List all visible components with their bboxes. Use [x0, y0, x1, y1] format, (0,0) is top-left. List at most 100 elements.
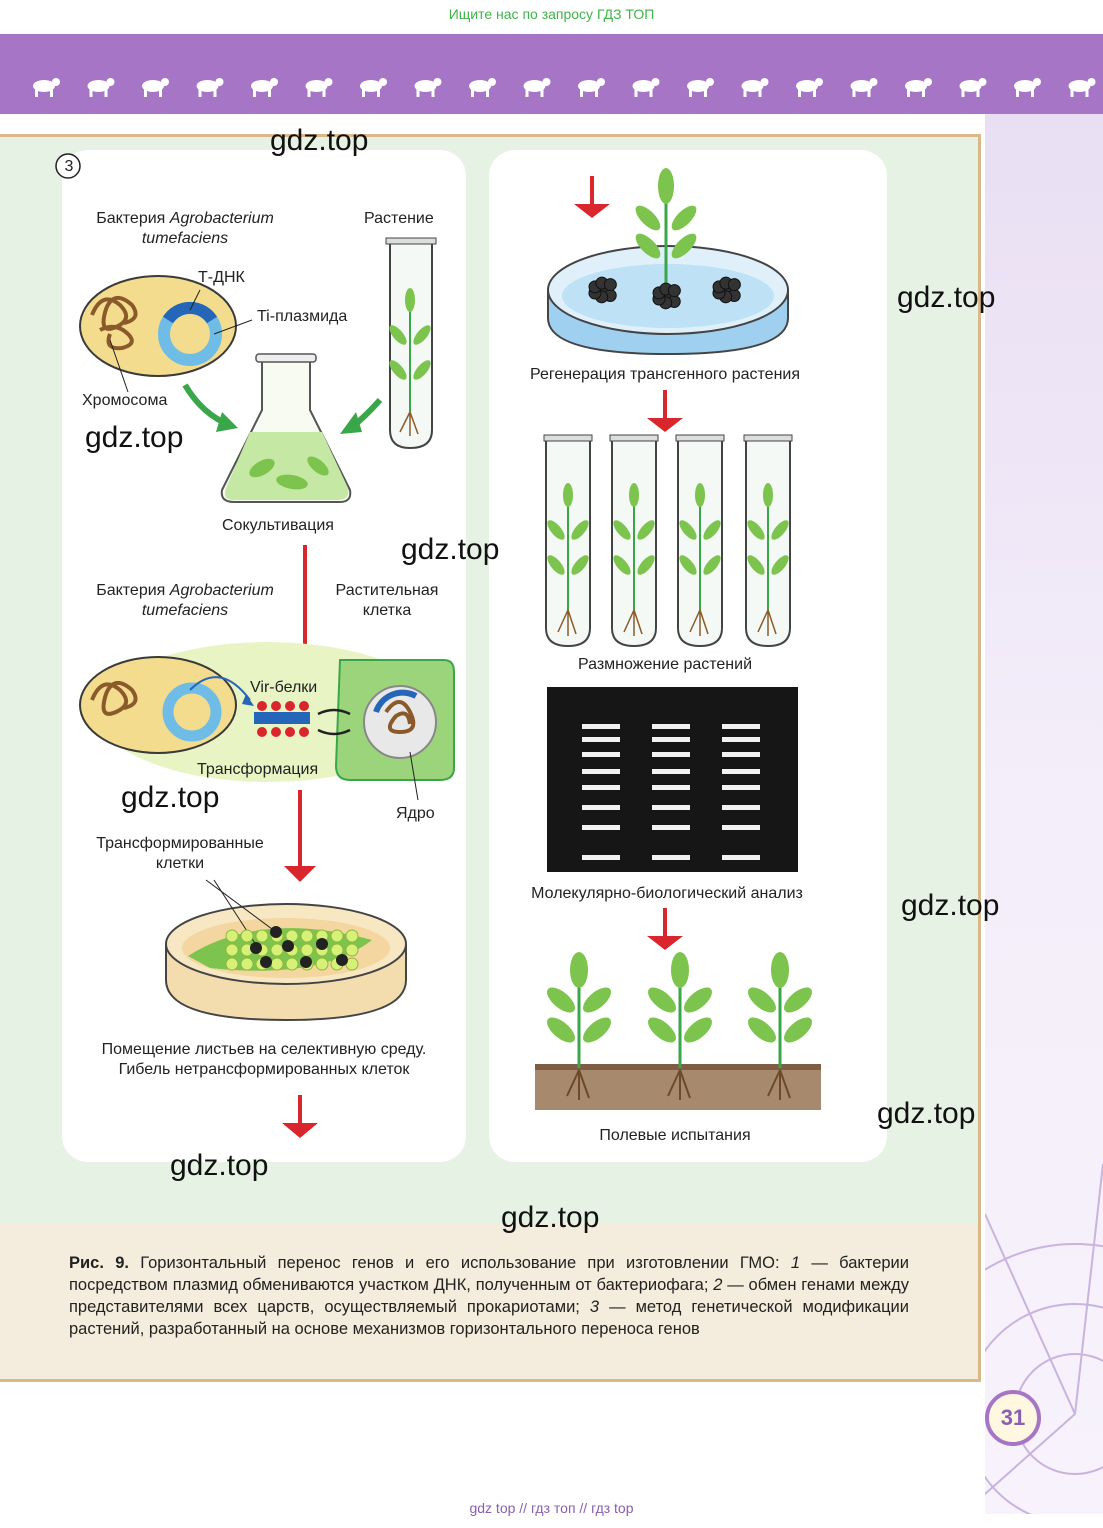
gel-band	[722, 737, 760, 742]
gel-band	[652, 805, 690, 810]
watermark: gdz.top	[897, 281, 996, 314]
top-search-note: Ищите нас по запросу ГДЗ ТОП	[448, 6, 655, 22]
horse-icon	[850, 78, 878, 97]
gel-band	[722, 752, 760, 757]
figure-caption: Рис. 9. Горизонтальный перенос генов и е…	[69, 1254, 909, 1338]
label-plant: Растение	[364, 210, 434, 227]
gel-band	[722, 785, 760, 790]
gel-band	[652, 785, 690, 790]
flask	[220, 353, 352, 503]
transformed-cell	[300, 943, 314, 957]
dead-cell	[336, 954, 348, 966]
hippo-icon	[741, 78, 769, 97]
callus-cluster	[652, 282, 681, 310]
dead-cell	[282, 940, 294, 952]
gel-band	[582, 737, 620, 742]
transformed-cell	[225, 943, 239, 957]
watermark: gdz.top	[401, 533, 500, 566]
gel-band	[582, 805, 620, 810]
animal-icons-strip	[33, 78, 1096, 97]
label-field-trials: Полевые испытания	[599, 1127, 751, 1144]
beetle-icon	[469, 78, 496, 97]
gel-band	[722, 805, 760, 810]
gel-band	[582, 752, 620, 757]
caption-box	[0, 1224, 978, 1379]
dolphin-icon	[959, 78, 987, 97]
wolf-icon	[523, 78, 551, 97]
callus-clusters	[588, 276, 741, 310]
propagation-tube	[543, 434, 593, 648]
gel-band	[652, 724, 690, 729]
transformed-cell	[255, 929, 269, 943]
label-cocultivation: Сокультивация	[222, 517, 334, 534]
gel-band	[582, 825, 620, 830]
test-tube-plant	[385, 237, 437, 450]
side-decoration	[904, 114, 1103, 1528]
field-plant	[747, 952, 813, 1100]
watermark: gdz.top	[901, 889, 1000, 922]
animal-banner	[0, 34, 1103, 114]
bacterium-top	[79, 275, 253, 393]
figure-marker-circle	[55, 153, 81, 179]
propagation-tube	[743, 434, 793, 648]
gel-band	[652, 737, 690, 742]
dead-cell	[270, 926, 282, 938]
hippo-icon	[33, 78, 60, 97]
regeneration-dish	[547, 168, 789, 356]
gel-band	[722, 769, 760, 774]
rodent-icon	[360, 78, 387, 97]
callus-cluster	[588, 276, 617, 304]
horse-icon	[196, 78, 224, 97]
label-vir-proteins: Vir-белки	[250, 679, 318, 696]
propagation-tube	[609, 434, 659, 648]
gel-band	[722, 825, 760, 830]
page-number: 31	[985, 1390, 1041, 1446]
transformed-cell	[225, 929, 239, 943]
transformed-cell	[285, 957, 299, 971]
butterfly-icon	[87, 78, 115, 97]
gel-band	[722, 724, 760, 729]
watermark: gdz.top	[85, 421, 184, 454]
scorpion-icon	[142, 78, 169, 97]
transformed-cell	[225, 957, 239, 971]
figure-marker: 3	[64, 158, 74, 175]
bird-icon	[1068, 78, 1096, 97]
callus-cluster	[712, 276, 741, 304]
label-chromosome: Хромосома	[82, 392, 168, 409]
kangaroo-icon	[578, 78, 605, 97]
dead-cell	[260, 956, 272, 968]
transformed-cell	[240, 929, 254, 943]
field-plants	[546, 952, 813, 1100]
gel-band	[582, 855, 620, 860]
gel-band	[722, 855, 760, 860]
gel-band	[582, 769, 620, 774]
transformed-cell	[300, 929, 314, 943]
scorpion-icon	[796, 78, 823, 97]
watermark: gdz.top	[270, 124, 369, 157]
field-plant	[647, 952, 713, 1100]
watermark: gdz.top	[121, 781, 220, 814]
gel-electrophoresis	[547, 687, 798, 872]
transformed-cell	[270, 943, 284, 957]
transformation-scene	[79, 642, 455, 801]
dead-cell	[250, 942, 262, 954]
field-trial	[535, 1064, 821, 1110]
gel-bands	[582, 724, 760, 860]
label-selective-medium: Помещение листьев на селективную среду.Г…	[101, 1041, 427, 1078]
label-t-dna: Т-ДНК	[198, 269, 245, 286]
butterfly-icon	[687, 78, 714, 97]
watermark: gdz.top	[501, 1201, 600, 1234]
transformed-cell	[240, 957, 254, 971]
label-nucleus: Ядро	[396, 805, 435, 822]
transformed-cell	[345, 929, 359, 943]
transformed-cell	[330, 929, 344, 943]
gel-band	[652, 752, 690, 757]
transformed-cell	[315, 957, 329, 971]
gel-band	[582, 724, 620, 729]
label-transformation: Трансформация	[197, 761, 319, 778]
gel-band	[582, 785, 620, 790]
